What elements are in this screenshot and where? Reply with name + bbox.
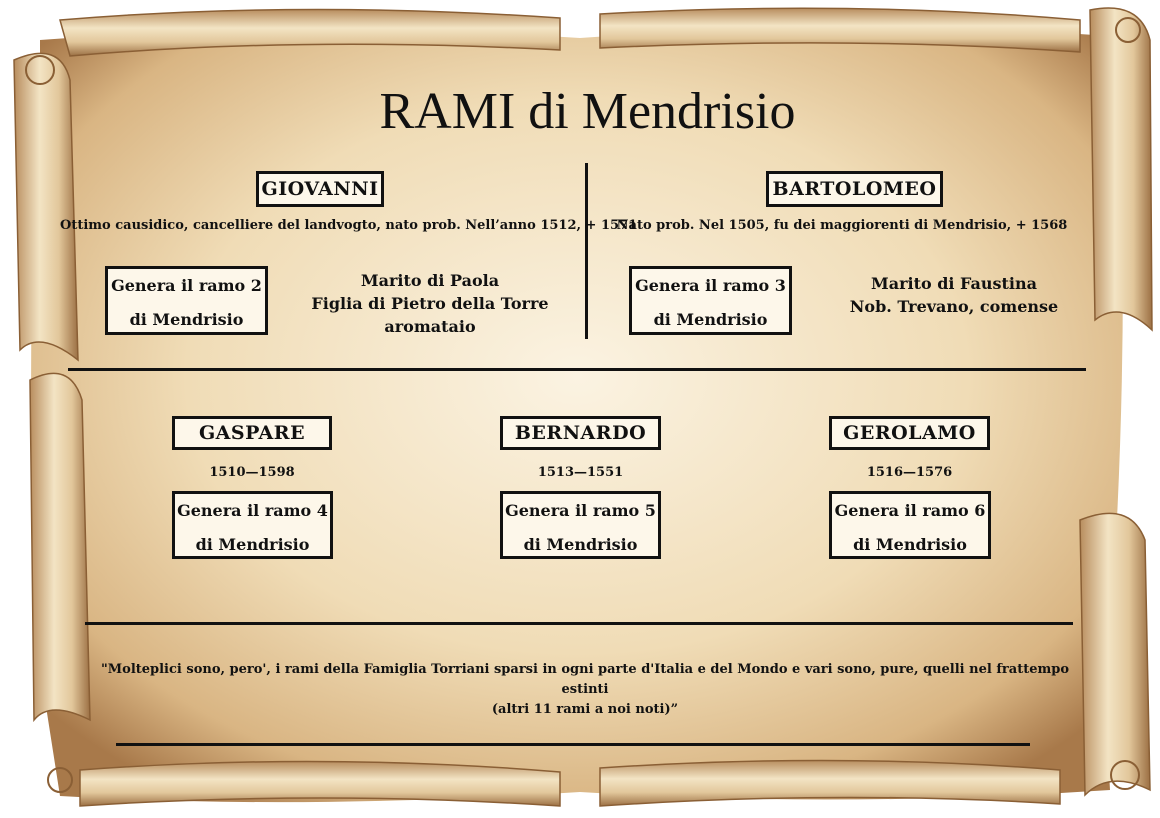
spouse-line: Nob. Trevano, comense [849,297,1059,316]
person-name-bernardo: BERNARDO [500,416,661,450]
ramo-label: Genera il ramo 4 [177,501,328,520]
closing-quote: "Molteplici sono, pero', i rami della Fa… [90,660,1080,720]
person-name-gerolamo: GEROLAMO [829,416,990,450]
spouse-bartolomeo: Marito di Faustina Nob. Trevano, comense [840,272,1068,318]
person-years-bernardo: 1513—1551 [537,465,624,480]
spouse-line: aromataio [384,317,476,336]
page-title: RAMI di Mendrisio [379,83,796,140]
spouse-line: Figlia di Pietro della Torre [311,294,549,313]
person-years-gerolamo: 1516—1576 [866,465,953,480]
ramo-place: di Mendrisio [853,535,967,554]
spouse-line: Marito di Faustina [870,274,1037,293]
person-description-bartolomeo: Nato prob. Nel 1505, fu dei maggiorenti … [616,218,1068,233]
ramo-box-3: Genera il ramo 3 di Mendrisio [629,266,792,335]
quote-divider-bottom [116,743,1030,746]
person-description-giovanni: Ottimo causidico, cancelliere del landvo… [60,218,638,233]
ramo-box-5: Genera il ramo 5 di Mendrisio [500,491,661,559]
ramo-label: Genera il ramo 5 [505,501,656,520]
ramo-place: di Mendrisio [129,310,244,329]
ramo-place: di Mendrisio [523,535,638,554]
ramo-label: Genera il ramo 2 [111,276,262,295]
person-years-gaspare: 1510—1598 [209,465,295,480]
spouse-giovanni: Marito di Paola Figlia di Pietro della T… [310,269,550,338]
ramo-box-6: Genera il ramo 6 di Mendrisio [829,491,991,559]
ramo-box-2: Genera il ramo 2 di Mendrisio [105,266,268,335]
quote-divider-top [85,622,1073,625]
section-divider [68,368,1086,371]
ramo-label: Genera il ramo 3 [635,276,786,295]
ramo-place: di Mendrisio [653,310,768,329]
top-divider-vertical [585,163,588,339]
quote-line: (altri 11 rami a noi noti)” [491,702,679,717]
person-name-giovanni: GIOVANNI [256,171,384,207]
ramo-box-4: Genera il ramo 4 di Mendrisio [172,491,333,559]
spouse-line: Marito di Paola [360,271,500,290]
ramo-place: di Mendrisio [195,535,310,554]
ramo-label: Genera il ramo 6 [834,501,986,520]
person-name-gaspare: GASPARE [172,416,332,450]
person-name-bartolomeo: BARTOLOMEO [766,171,943,207]
quote-line: "Molteplici sono, pero', i rami della Fa… [100,662,1069,697]
